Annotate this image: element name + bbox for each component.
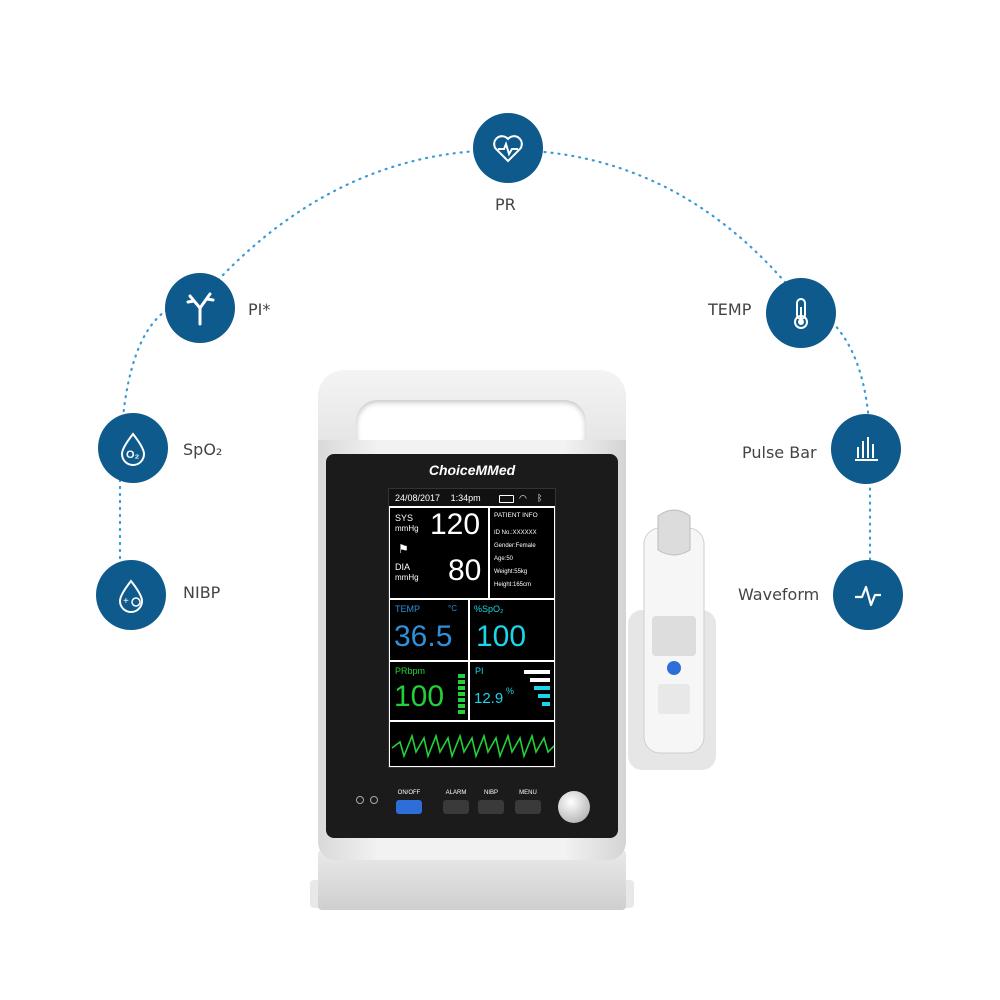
date-text: 24/08/2017 [395, 493, 441, 503]
pi-label: PI* [248, 300, 271, 319]
oxygen-drop-icon: O₂ [120, 432, 146, 466]
menu-label: MENU [519, 790, 537, 796]
ear-thermometer[interactable] [628, 508, 720, 770]
temp-cell: TEMP °C 36.5 [389, 599, 469, 661]
svg-text:O₂: O₂ [126, 449, 140, 461]
thermometer-icon [794, 298, 808, 329]
alarm-button[interactable] [443, 800, 469, 814]
nibp-circle: + [96, 560, 166, 630]
pr-value: 100 [394, 680, 445, 713]
sys-label: SYS [395, 513, 414, 523]
patient-title: PATIENT INFO [494, 512, 538, 519]
patient-info-cell: PATIENT INFO ID No.:XXXXXX Gender:Female… [489, 507, 555, 599]
sys-value: 120 [430, 508, 481, 541]
dia-label: DIA [395, 562, 411, 572]
power-indicator-icon [356, 796, 364, 804]
bar-chart-icon [855, 437, 878, 461]
pi-unit: % [506, 686, 515, 696]
device-front-panel: ChoiceMMed 24/08/2017 1:34pm ◠ ᛒ SYS mmH… [326, 454, 618, 838]
pressure-drop-icon: + [118, 579, 144, 613]
dia-unit: mmHg [395, 573, 419, 582]
waveform-circle [833, 560, 903, 630]
pi-circle [165, 273, 235, 343]
rotary-knob[interactable] [558, 791, 590, 823]
pr-cell: PRbpm 100 [389, 661, 469, 721]
patient-height: Height:165cm [494, 582, 532, 588]
wifi-icon: ◠ [519, 493, 527, 503]
waveform-cell [389, 721, 555, 767]
svg-text:+: + [123, 596, 129, 607]
onoff-button[interactable] [396, 800, 422, 814]
temp-circle [766, 278, 836, 348]
charge-indicator-icon [370, 796, 378, 804]
waveform-icon [855, 585, 881, 607]
patient-gender: Gender:Female [494, 543, 536, 549]
pr-cell-label: PRbpm [395, 666, 426, 676]
spo2-value: 100 [476, 620, 527, 653]
spo2-cell: %SpO₂ 100 [469, 599, 555, 661]
pi-signal-bars [522, 670, 550, 714]
patient-age: Age:50 [494, 556, 514, 562]
pulsebar-label: Pulse Bar [742, 443, 817, 462]
time-text: 1:34pm [450, 493, 481, 503]
nibp-label: NIBP [183, 583, 221, 602]
spo2-label: SpO₂ [183, 440, 223, 459]
device-base [318, 850, 626, 910]
spo2-circle: O₂ [98, 413, 168, 483]
nibp-button-label: NIBP [483, 790, 498, 796]
pi-value: 12.9 [474, 690, 504, 707]
vein-icon [186, 292, 215, 326]
pulse-bar-indicator [458, 674, 465, 714]
pleth-waveform [391, 733, 555, 759]
waveform-label: Waveform [738, 585, 820, 604]
temp-cell-label: TEMP [395, 604, 421, 614]
spo2-cell-label: %SpO₂ [474, 604, 504, 614]
brand-logo: ChoiceMMed [428, 462, 516, 478]
status-bar: 24/08/2017 1:34pm ◠ ᛒ [389, 489, 555, 507]
nibp-cell: SYS mmHg 120 ⚑ DIA mmHg 80 [389, 507, 489, 599]
monitor-screen: 24/08/2017 1:34pm ◠ ᛒ SYS mmHg 120 ⚑ DIA… [388, 488, 556, 768]
temp-label: TEMP [708, 300, 752, 319]
pi-cell: PI 12.9 % [469, 661, 555, 721]
sys-unit: mmHg [395, 524, 419, 533]
pr-circle [473, 113, 543, 183]
patient-id: ID No.:XXXXXX [494, 530, 537, 536]
heart-pulse-icon [493, 135, 523, 163]
alarm-label: ALARM [445, 790, 467, 796]
pr-label: PR [495, 195, 516, 214]
pi-cell-label: PI [475, 666, 484, 676]
nibp-button[interactable] [478, 800, 504, 814]
bluetooth-icon: ᛒ [537, 493, 543, 503]
temp-value: 36.5 [394, 620, 453, 653]
dia-value: 80 [448, 554, 482, 587]
menu-button[interactable] [515, 800, 541, 814]
onoff-label: ON/OFF [397, 790, 421, 796]
temp-unit: °C [448, 604, 457, 613]
cuff-icon: ⚑ [398, 542, 409, 556]
battery-icon [499, 495, 514, 503]
patient-weight: Weight:55kg [494, 569, 528, 575]
pulsebar-circle [831, 414, 901, 484]
